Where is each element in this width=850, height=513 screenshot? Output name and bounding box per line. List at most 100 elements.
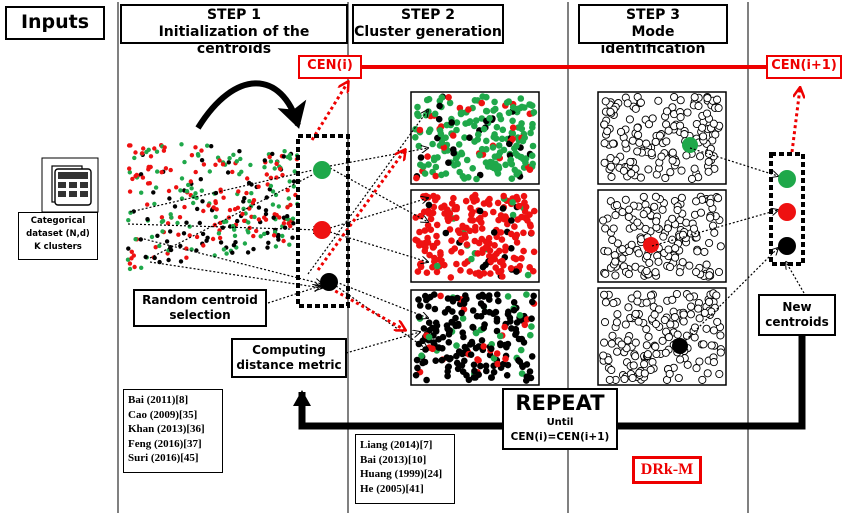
new-centroid-black [778, 237, 796, 255]
mode-point [704, 149, 713, 158]
mode-point [712, 291, 721, 300]
mode-point [662, 107, 672, 116]
cluster-point [526, 166, 534, 173]
cluster-point [421, 247, 429, 255]
data-point [242, 241, 248, 246]
cluster-point [524, 217, 531, 224]
cluster-point [483, 137, 490, 145]
mode-point [608, 235, 617, 244]
mode-point [627, 169, 636, 178]
mode-point [629, 361, 638, 370]
mode-point [604, 356, 613, 365]
mode-point [668, 295, 677, 304]
cluster-point [471, 367, 478, 375]
data-point [242, 218, 247, 223]
cluster-point [512, 255, 520, 263]
data-point [270, 151, 275, 157]
data-point [128, 210, 133, 215]
data-point [262, 231, 267, 237]
mode-point [633, 297, 642, 306]
data-point [263, 217, 269, 222]
mode-point [698, 123, 707, 132]
cluster-point [453, 352, 460, 360]
cluster-point [487, 257, 495, 265]
mode-point [609, 139, 618, 148]
mode-point [694, 304, 703, 313]
new-centroid-red [778, 203, 796, 221]
cluster-point [513, 231, 521, 239]
cluster-point [500, 262, 507, 269]
data-point [290, 216, 296, 221]
cluster-point [486, 296, 493, 303]
data-point [127, 166, 132, 171]
data-point [213, 199, 218, 204]
cluster-point [508, 175, 516, 182]
mode-point [666, 320, 675, 329]
cluster-point [474, 131, 482, 138]
mode-point [673, 205, 682, 215]
data-point [178, 188, 183, 193]
mode-point [631, 352, 640, 361]
mode-red [643, 237, 659, 253]
cluster-point [478, 337, 486, 344]
cluster-point [474, 356, 481, 363]
data-point [227, 156, 232, 161]
cluster-point [518, 125, 526, 133]
cluster-point [443, 121, 451, 129]
data-point [199, 158, 205, 163]
data-point [184, 220, 189, 225]
cluster-point [521, 208, 529, 215]
cluster-point [449, 132, 457, 139]
cluster-point [490, 355, 498, 362]
data-point [164, 239, 170, 244]
mode-point [661, 348, 670, 357]
mode-point [662, 137, 671, 146]
cluster-point [422, 346, 429, 353]
cluster-point [421, 227, 429, 234]
cluster-point [471, 191, 479, 199]
data-point [247, 206, 252, 211]
cluster-point [475, 293, 483, 300]
cluster-point [445, 339, 453, 346]
data-point [200, 199, 205, 204]
data-point [241, 199, 246, 204]
cluster-point [424, 234, 431, 242]
new-centroids-label: New centroids [758, 294, 836, 336]
mode-point [646, 365, 655, 374]
mode-point [692, 364, 701, 373]
cluster-point [470, 361, 478, 369]
cluster-point [416, 126, 424, 134]
mode-point [644, 165, 653, 174]
data-point [225, 170, 231, 175]
cluster-point [520, 229, 527, 237]
cluster-point [429, 140, 436, 148]
cluster-point [482, 261, 489, 269]
cluster-point [486, 195, 493, 203]
cluster-point [455, 141, 463, 148]
algorithm-name-box: DRk-M [632, 456, 702, 484]
mode-point [646, 291, 656, 300]
dotted-connectors [127, 110, 805, 354]
mode-point [647, 148, 656, 158]
data-point [245, 176, 250, 181]
cluster-point [491, 98, 498, 106]
cluster-point [469, 307, 477, 314]
cluster-point [457, 267, 464, 274]
data-point [230, 169, 235, 175]
cluster-point [472, 223, 479, 231]
cluster-point [495, 216, 502, 224]
data-point [266, 240, 271, 245]
data-point [252, 214, 257, 220]
cluster-point [478, 99, 486, 107]
cluster-point [480, 343, 488, 350]
inputs-title-box: Inputs [5, 6, 105, 40]
data-point [160, 218, 166, 224]
cluster-point [466, 268, 474, 275]
mode-point [686, 302, 696, 311]
mode-point [668, 156, 677, 165]
cluster-point [509, 211, 517, 219]
mode-point [693, 247, 702, 256]
cluster-point [438, 356, 446, 364]
data-point [140, 175, 146, 180]
data-point [236, 189, 241, 194]
